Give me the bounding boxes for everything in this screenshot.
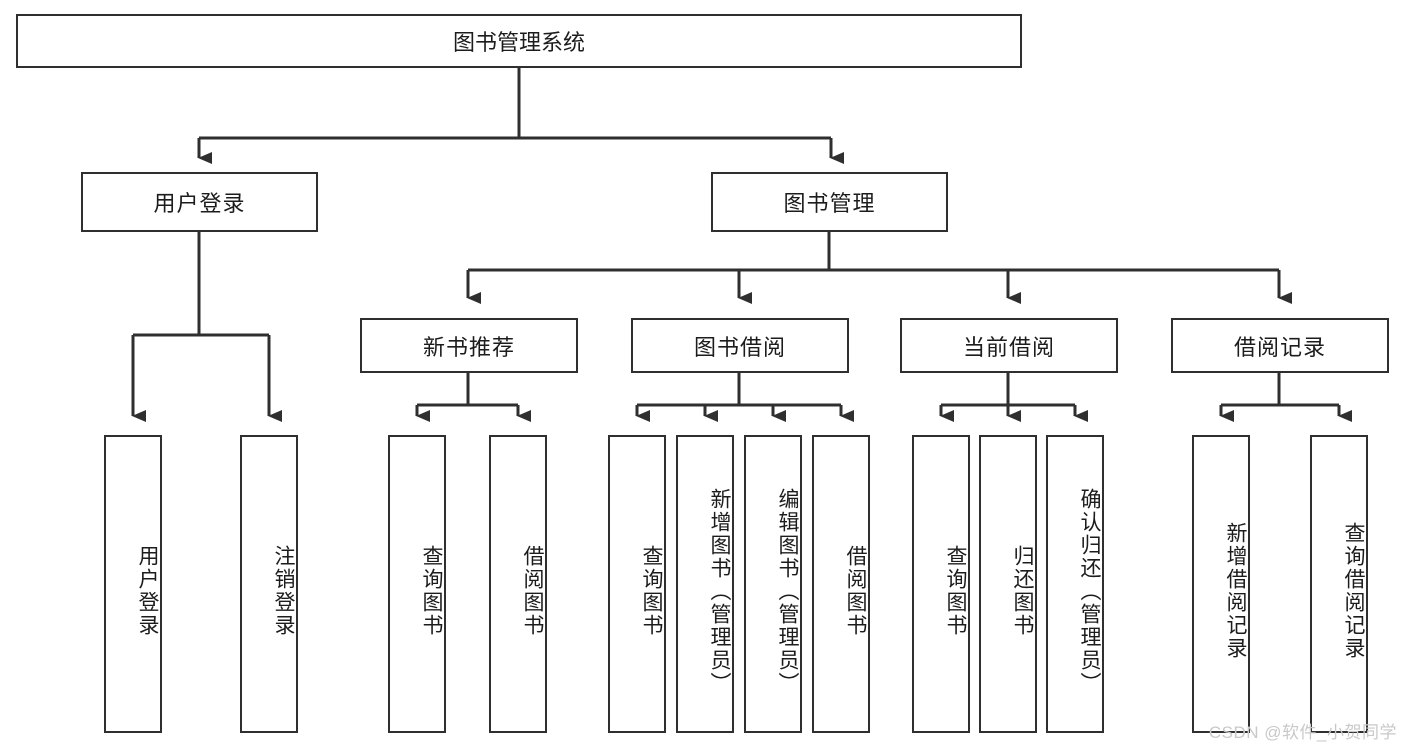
leaf-return-book[interactable]: 归还图书 bbox=[979, 435, 1037, 733]
leaf-user-logout[interactable]: 注销登录 bbox=[240, 435, 298, 733]
leaf-add-book[interactable]: 新增图书（管理员） bbox=[676, 435, 734, 733]
node-root-label: 图书管理系统 bbox=[452, 30, 585, 55]
leaf-add-record-label: 新增借阅记录 bbox=[1224, 522, 1247, 660]
leaf-query-book-3[interactable]: 查询图书 bbox=[912, 435, 970, 733]
leaf-query-book-2[interactable]: 查询图书 bbox=[608, 435, 666, 733]
leaf-edit-book[interactable]: 编辑图书（管理员） bbox=[744, 435, 802, 733]
leaf-query-record-label: 查询借阅记录 bbox=[1342, 522, 1365, 660]
node-borrow-record-label: 借阅记录 bbox=[1233, 334, 1326, 360]
node-borrow-record[interactable]: 借阅记录 bbox=[1171, 318, 1389, 373]
leaf-add-record[interactable]: 新增借阅记录 bbox=[1192, 435, 1250, 733]
leaf-query-book-1[interactable]: 查询图书 bbox=[388, 435, 446, 733]
leaf-edit-book-label: 编辑图书（管理员） bbox=[776, 487, 799, 695]
node-current-borrow-label: 当前借阅 bbox=[962, 334, 1055, 360]
leaf-query-book-3-label: 查询图书 bbox=[944, 545, 967, 637]
node-book-manage[interactable]: 图书管理 bbox=[711, 172, 948, 232]
leaf-confirm-return[interactable]: 确认归还（管理员） bbox=[1046, 435, 1104, 733]
node-user-login[interactable]: 用户登录 bbox=[81, 172, 318, 232]
node-root[interactable]: 图书管理系统 bbox=[16, 14, 1022, 68]
leaf-user-login[interactable]: 用户登录 bbox=[104, 435, 162, 733]
leaf-borrow-book-2-label: 借阅图书 bbox=[844, 545, 867, 637]
node-book-borrow-label: 图书借阅 bbox=[693, 334, 786, 360]
node-current-borrow[interactable]: 当前借阅 bbox=[900, 318, 1118, 373]
node-new-book-recommend[interactable]: 新书推荐 bbox=[360, 318, 578, 373]
node-book-borrow[interactable]: 图书借阅 bbox=[631, 318, 849, 373]
node-new-book-recommend-label: 新书推荐 bbox=[422, 334, 515, 360]
leaf-borrow-book-1[interactable]: 借阅图书 bbox=[489, 435, 547, 733]
node-book-manage-label: 图书管理 bbox=[783, 191, 876, 216]
leaf-user-login-label: 用户登录 bbox=[136, 545, 159, 637]
leaf-query-book-1-label: 查询图书 bbox=[420, 545, 443, 637]
leaf-confirm-return-label: 确认归还（管理员） bbox=[1078, 487, 1101, 695]
leaf-return-book-label: 归还图书 bbox=[1011, 545, 1034, 637]
leaf-query-book-2-label: 查询图书 bbox=[640, 545, 663, 637]
leaf-borrow-book-1-label: 借阅图书 bbox=[521, 545, 544, 637]
leaf-add-book-label: 新增图书（管理员） bbox=[708, 487, 731, 695]
leaf-user-logout-label: 注销登录 bbox=[272, 545, 295, 637]
leaf-query-record[interactable]: 查询借阅记录 bbox=[1310, 435, 1368, 733]
csdn-watermark: CSDN @软件_小贺同学 bbox=[1208, 723, 1397, 742]
node-user-login-label: 用户登录 bbox=[153, 191, 246, 216]
leaf-borrow-book-2[interactable]: 借阅图书 bbox=[812, 435, 870, 733]
